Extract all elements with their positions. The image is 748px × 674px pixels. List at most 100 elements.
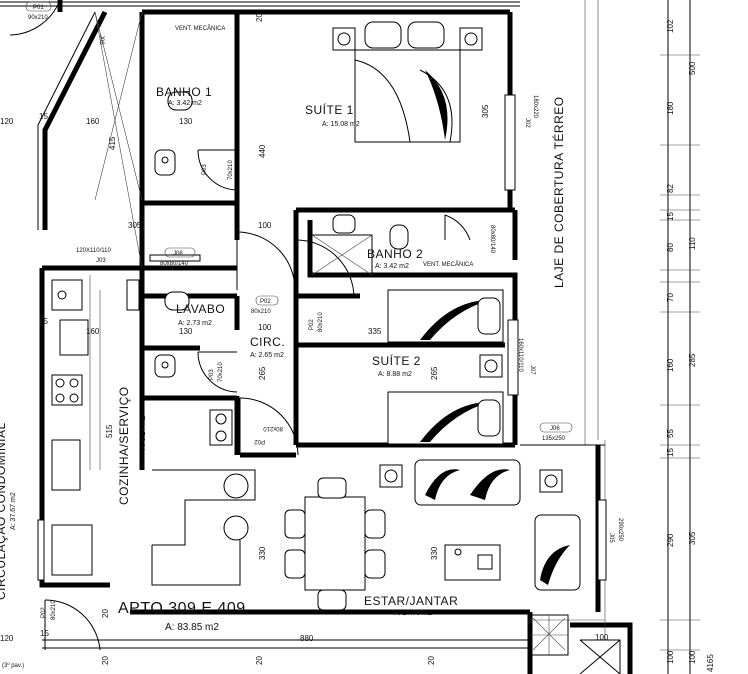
dim-right-15: 100	[688, 650, 697, 664]
kitchen-fixtures	[51, 275, 233, 576]
dim-int-5: 440	[258, 144, 267, 158]
tag-j02a-size: 180x220	[532, 95, 538, 119]
dim-int-21: 15	[40, 629, 49, 638]
beds-suite-2	[387, 289, 504, 445]
tag-p02b: P02	[309, 319, 315, 330]
tag-p02d: P02	[41, 607, 47, 618]
dim-int-1: 15	[39, 112, 48, 121]
tag-j06c-size: 135x250	[542, 436, 566, 442]
room-area-estar: A: 27.78 m2	[394, 610, 432, 617]
dim-int-6: 305	[128, 221, 142, 230]
dim-int-9: 265	[258, 366, 267, 380]
vent-label-1: VENT. MECÂNICA	[175, 25, 225, 32]
tag-p03a-size: 70x210	[228, 160, 234, 180]
vent-label-2: VENT. MECÂNICA	[423, 261, 473, 268]
room-area-suite2: A: 8.88 m2	[378, 371, 412, 378]
opening-tags: P01 90x210 P02 80x210 P02 80x210 P02 80x…	[25, 1, 623, 620]
room-area-banho1: A: 3.42 m2	[168, 100, 202, 107]
exterior-lines	[520, 0, 606, 640]
tag-p02c-size: 80x210	[263, 425, 283, 431]
dim-int-10: 20	[255, 13, 264, 22]
apartment-title: APTO 309 E 409	[118, 600, 246, 617]
tag-j07: J07	[529, 365, 535, 375]
tag-p03b-size: 70x210	[218, 362, 224, 382]
tag-j06a-size: 80x80/140	[160, 261, 189, 267]
pav-label: (3º pav.)	[2, 662, 24, 669]
tag-p03b: P03	[209, 369, 215, 380]
room-name-banho1: BANHO 1	[156, 85, 212, 99]
room-name-suite1: SUÍTE 1	[305, 102, 354, 117]
dim-int-8: 100	[258, 221, 272, 230]
tag-p02d-size: 80x210	[51, 600, 57, 620]
dim-int-4: 415	[108, 136, 117, 150]
bath-fixtures	[154, 91, 409, 378]
tag-p02c: P02	[254, 438, 265, 444]
tag-j06a: J06	[173, 251, 183, 257]
tag-p03a: P03	[202, 164, 208, 175]
living-furniture	[151, 459, 621, 674]
room-area-cozinha: A: 8.24 m2	[140, 416, 147, 450]
tag-j02a: J02	[524, 118, 530, 128]
room-area-circ: A: 2.65 m2	[250, 352, 284, 359]
tag-j03-size: 120X110/110	[76, 248, 111, 254]
duct-cross	[94, 11, 143, 269]
dim-right-1: 500	[688, 61, 697, 75]
dim-int-7: 305	[481, 104, 490, 118]
dim-right-5: 80	[666, 243, 675, 252]
tag-j06c: J06	[550, 426, 560, 432]
tag-j05-size: 290x250	[617, 518, 623, 542]
room-name-banho2: BANHO 2	[367, 247, 423, 261]
tag-j03: J03	[96, 258, 106, 264]
dim-right-10: 55	[666, 429, 675, 438]
right-dimension-line	[660, 0, 700, 674]
dim-right-4: 15	[666, 212, 675, 221]
bed-suite-1	[332, 21, 483, 143]
dim-right-13: 305	[688, 531, 697, 545]
dim-int-0: 120	[0, 117, 14, 126]
dim-int-12: 160	[86, 327, 100, 336]
room-name-circ-cond: CIRCULAÇÃO CONDOMINIAL	[0, 422, 8, 600]
room-name-cozinha: COZINHA/SERVIÇO	[117, 386, 131, 505]
dim-int-20: 120	[0, 634, 14, 643]
dim-int-2: 160	[86, 117, 100, 126]
room-area-suite1: A: 15.08 m2	[322, 121, 360, 128]
tag-p02a: P02	[260, 299, 271, 305]
dim-right-8: 160	[666, 358, 675, 372]
dim-right-7: 70	[666, 293, 675, 302]
doors	[9, 0, 471, 651]
dim-right-2: 180	[666, 101, 675, 115]
dim-right-0: 102	[666, 19, 675, 33]
room-name-circ: CIRC.	[250, 335, 285, 349]
dim-int-18: 330	[430, 546, 439, 560]
dim-int-26: 20	[101, 656, 110, 665]
room-name-estar: ESTAR/JANTAR	[364, 594, 458, 608]
dim-int-23: 100	[258, 323, 272, 332]
apartment-area: A: 83.85 m2	[165, 622, 219, 633]
room-name-suite2: SUÍTE 2	[372, 353, 421, 368]
room-area-circ-cond: A: 37.67 m2	[10, 492, 17, 530]
right-dimensions: 102 500 180 82 15 80 110 70 160 285 55 1…	[666, 19, 715, 672]
dim-right-9: 285	[688, 353, 697, 367]
tag-j06b: J06	[98, 35, 104, 45]
tag-j05: J05	[608, 533, 614, 543]
dim-int-19: 880	[300, 634, 314, 643]
dim-int-15: 265	[430, 366, 439, 380]
dim-right-11: 15	[666, 448, 675, 457]
tag-j06b-size: 80x80/140	[489, 225, 495, 254]
windows	[37, 94, 607, 581]
dim-int-17: 330	[258, 546, 267, 560]
room-area-lavabo: A: 2.73 m2	[178, 320, 212, 327]
dim-right-12: 290	[666, 533, 675, 547]
dim-int-14: 515	[105, 424, 114, 438]
dim-int-22: 20	[101, 609, 110, 618]
dim-int-24: 20	[255, 656, 264, 665]
dim-int-13: 130	[179, 327, 193, 336]
dim-right-6: 110	[688, 237, 697, 250]
dim-int-3: 130	[179, 117, 193, 126]
tag-p02b-size: 80x210	[318, 312, 324, 332]
room-labels: SUÍTE 1 A: 15.08 m2 BANHO 1 A: 3.42 m2 B…	[0, 25, 566, 669]
dim-int-27: 100	[595, 633, 609, 642]
dim-int-16: 335	[368, 327, 382, 336]
dim-right-16: 4165	[706, 654, 715, 672]
